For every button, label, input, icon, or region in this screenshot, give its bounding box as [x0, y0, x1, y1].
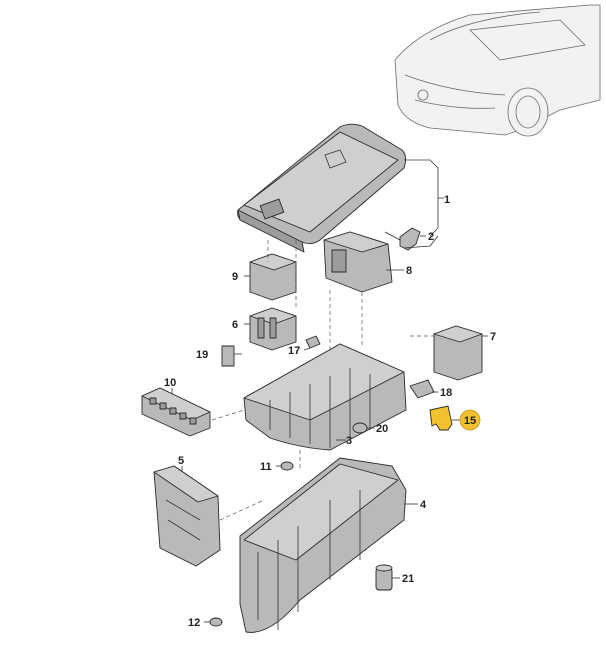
callout-11: 11: [260, 461, 272, 473]
callout-7: 7: [490, 331, 496, 343]
callout-9: 9: [232, 271, 238, 283]
relay-holder-7: [433, 325, 483, 381]
callout-12: 12: [188, 617, 200, 629]
nut-11: [280, 461, 294, 471]
callout-5: 5: [178, 455, 184, 467]
bracket-5: [153, 465, 221, 567]
fuse-17: [305, 335, 321, 349]
callout-3: 3: [346, 435, 352, 447]
callout-21: 21: [402, 573, 414, 585]
callout-1: 1: [444, 194, 450, 206]
fuse-15: [429, 405, 453, 431]
car-illustration: [394, 4, 601, 137]
fuse-18: [409, 379, 435, 399]
holder-9: [249, 253, 297, 301]
callout-19: 19: [196, 349, 208, 361]
callout-4: 4: [420, 499, 427, 511]
retaining-clip: [384, 227, 421, 251]
relay-carrier-8: [323, 231, 393, 293]
assembly-guides: [211, 240, 434, 521]
leader-lines: [171, 159, 488, 623]
cap-21: [375, 564, 393, 591]
callout-15-highlight: 15: [459, 409, 481, 431]
fuse-holder-3: [243, 343, 407, 451]
callout-17: 17: [288, 345, 300, 357]
callout-10: 10: [164, 377, 176, 389]
holder-6: [249, 307, 297, 351]
fuse-strip-slots: [149, 397, 197, 425]
fuse-box-cover: [237, 123, 407, 253]
callout-20: 20: [376, 423, 388, 435]
callout-15-badge: [459, 409, 481, 431]
lower-housing-4: [239, 457, 407, 633]
nut-12: [209, 617, 223, 627]
callout-6: 6: [232, 319, 238, 331]
nut-20: [352, 422, 368, 434]
callout-2: 2: [428, 231, 434, 243]
callout-18: 18: [440, 387, 452, 399]
fuse-strip-10: [141, 387, 211, 437]
connector-19: [221, 345, 235, 367]
callout-15: 15: [464, 415, 476, 427]
callout-8: 8: [406, 265, 412, 277]
